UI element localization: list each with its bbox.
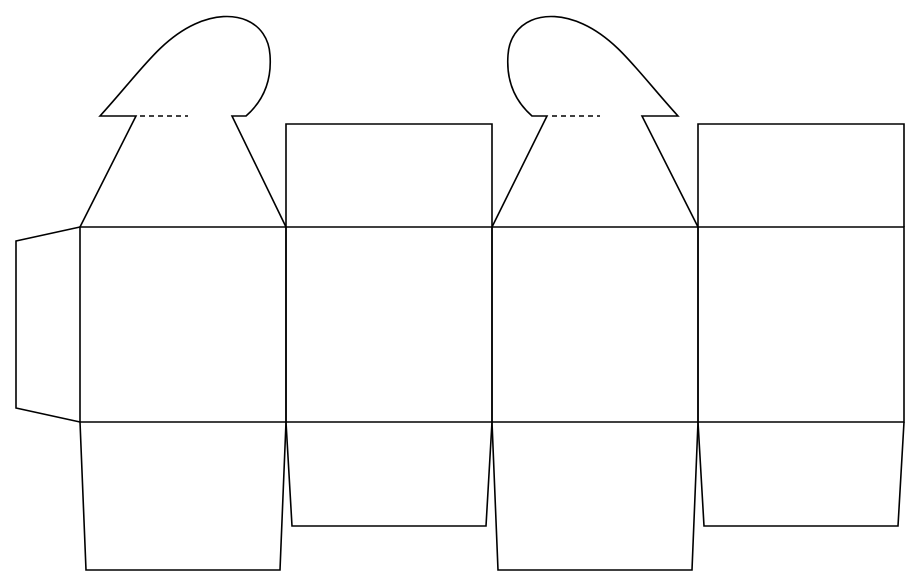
bottom-flap-panel-1 bbox=[79, 421, 287, 571]
handle-flap-panel-3 bbox=[491, 15, 699, 228]
top-flap-panel-2 bbox=[285, 123, 493, 227]
panel-2 bbox=[285, 226, 493, 423]
bottom-flap-panel-4 bbox=[697, 421, 905, 527]
panel-1 bbox=[79, 226, 287, 423]
top-flap-panel-4 bbox=[697, 123, 905, 227]
panel-4 bbox=[697, 226, 905, 423]
bottom-flap-panel-3 bbox=[491, 421, 699, 571]
handle-flap-panel-1 bbox=[79, 15, 287, 228]
glue-tab bbox=[15, 226, 81, 423]
bottom-flap-panel-2 bbox=[285, 421, 493, 527]
panel-3 bbox=[491, 226, 699, 423]
